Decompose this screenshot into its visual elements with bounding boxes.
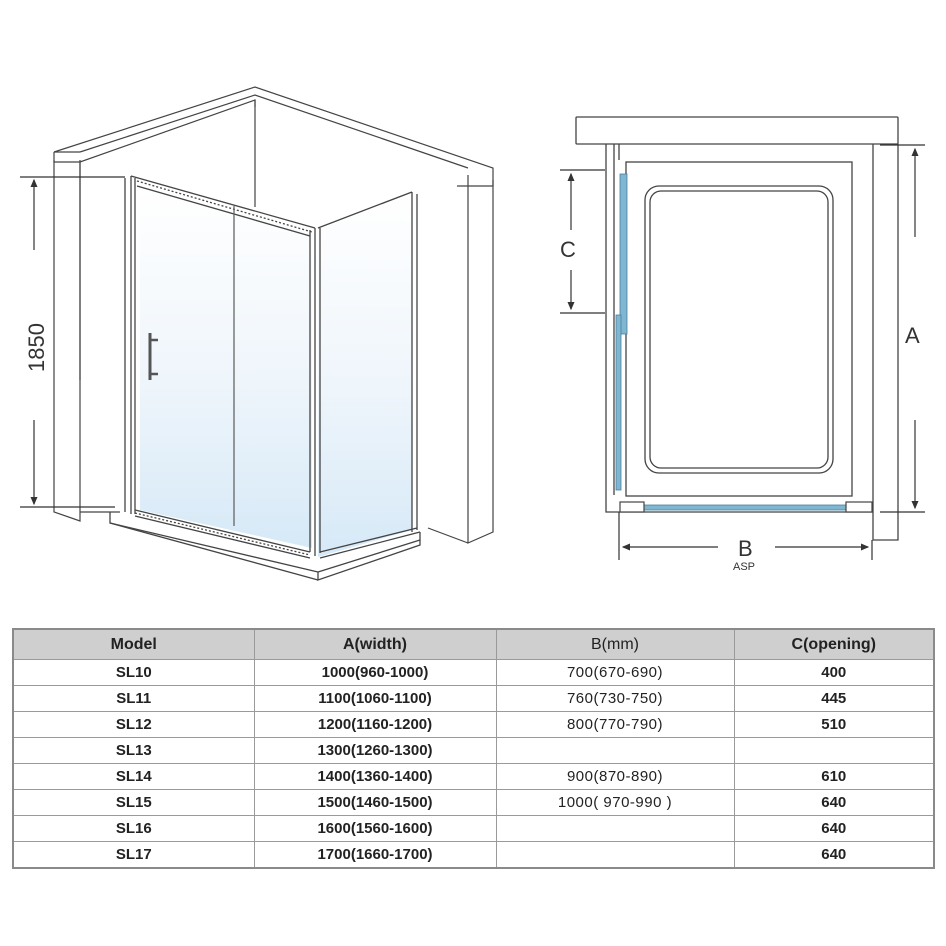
table-row: SL17 1700(1660-1700) 640: [12, 841, 935, 869]
table-header-row: Model A(width) B(mm) C(opening): [12, 628, 935, 660]
header-a-width: A(width): [253, 628, 497, 660]
cell-a: 1000(960-1000): [253, 659, 497, 686]
cell-c: [733, 737, 935, 764]
table-row: SL10 1000(960-1000) 700(670-690) 400: [12, 659, 935, 686]
shower-enclosure-drawings: 1850 C A: [20, 86, 925, 581]
cell-a: 1600(1560-1600): [253, 815, 497, 842]
cell-c: 640: [733, 789, 935, 816]
glass-panels: [140, 188, 412, 557]
table-row: SL14 1400(1360-1400) 900(870-890) 610: [12, 763, 935, 790]
cell-model: SL13: [12, 737, 255, 764]
table-row: SL16 1600(1560-1600) 640: [12, 815, 935, 842]
plan-view: [575, 116, 899, 541]
cell-b: [495, 841, 735, 869]
header-c-opening: C(opening): [733, 628, 935, 660]
dimension-b-label: B: [738, 536, 753, 561]
perspective-view: [53, 86, 494, 544]
cell-model: SL10: [12, 659, 255, 686]
cell-b: 700(670-690): [495, 659, 735, 686]
cell-model: SL11: [12, 685, 255, 712]
cell-model: SL15: [12, 789, 255, 816]
cell-model: SL12: [12, 711, 255, 738]
cell-c: 640: [733, 815, 935, 842]
header-b-mm: B(mm): [495, 628, 735, 660]
dimension-b: [618, 512, 873, 560]
cell-b: [495, 737, 735, 764]
cell-c: 510: [733, 711, 935, 738]
cell-a: 1500(1460-1500): [253, 789, 497, 816]
cell-c: 445: [733, 685, 935, 712]
enclosure-frame: [109, 175, 421, 581]
model-dimensions-table: Model A(width) B(mm) C(opening) SL10 100…: [12, 628, 935, 869]
height-dimension: [20, 176, 125, 508]
dimension-c: [560, 169, 605, 314]
cell-b: [495, 815, 735, 842]
cell-b: 900(870-890): [495, 763, 735, 790]
cell-b: 1000( 970-990 ): [495, 789, 735, 816]
cell-a: 1100(1060-1100): [253, 685, 497, 712]
dimension-a-label: A: [905, 323, 920, 348]
table-row: SL11 1100(1060-1100) 760(730-750) 445: [12, 685, 935, 712]
cell-c: 610: [733, 763, 935, 790]
cell-model: SL14: [12, 763, 255, 790]
cell-model: SL16: [12, 815, 255, 842]
cell-c: 400: [733, 659, 935, 686]
cell-a: 1700(1660-1700): [253, 841, 497, 869]
cell-a: 1300(1260-1300): [253, 737, 497, 764]
cell-b: 760(730-750): [495, 685, 735, 712]
cell-model: SL17: [12, 841, 255, 869]
dimension-b-sublabel: ASP: [733, 561, 755, 573]
height-label: 1850: [24, 323, 49, 372]
cell-a: 1200(1160-1200): [253, 711, 497, 738]
cell-b: 800(770-790): [495, 711, 735, 738]
dimension-a: [880, 144, 925, 513]
dimension-c-label: C: [560, 237, 576, 262]
cell-c: 640: [733, 841, 935, 869]
header-model: Model: [12, 628, 255, 660]
table-row: SL13 1300(1260-1300): [12, 737, 935, 764]
cell-a: 1400(1360-1400): [253, 763, 497, 790]
table-row: SL12 1200(1160-1200) 800(770-790) 510: [12, 711, 935, 738]
table-row: SL15 1500(1460-1500) 1000( 970-990 ) 640: [12, 789, 935, 816]
